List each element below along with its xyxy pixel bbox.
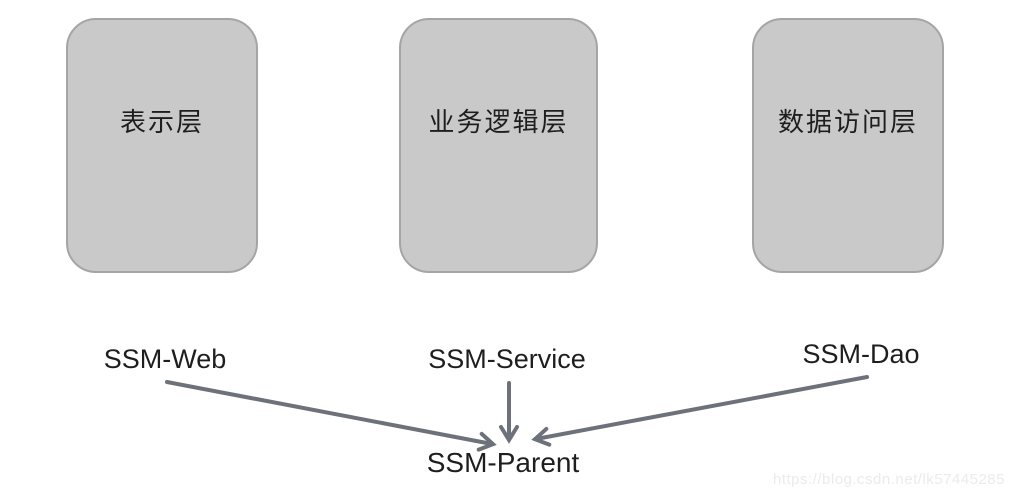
edge-ssm-web-to-ssm-parent [165, 380, 497, 452]
module-label-ssm-service: SSM-Service [428, 344, 586, 374]
layer-box-business-logic: 业务逻辑层 [399, 18, 598, 273]
module-label-ssm-web: SSM-Web [103, 344, 227, 374]
module-label-ssm-dao: SSM-Dao [802, 339, 920, 369]
layer-box-data-access: 数据访问层 [752, 18, 944, 273]
watermark-url: https://blog.csdn.net/lk57445285 [773, 471, 1005, 488]
layer-box-data-access-label: 数据访问层 [777, 107, 918, 137]
parent-module-label: SSM-Parent [426, 447, 580, 478]
layer-box-business-logic-label: 业务逻辑层 [428, 107, 569, 137]
layer-box-presentation-label: 表示层 [119, 107, 204, 137]
edge-ssm-dao-to-ssm-parent [531, 375, 869, 447]
layer-box-presentation: 表示层 [66, 18, 258, 273]
